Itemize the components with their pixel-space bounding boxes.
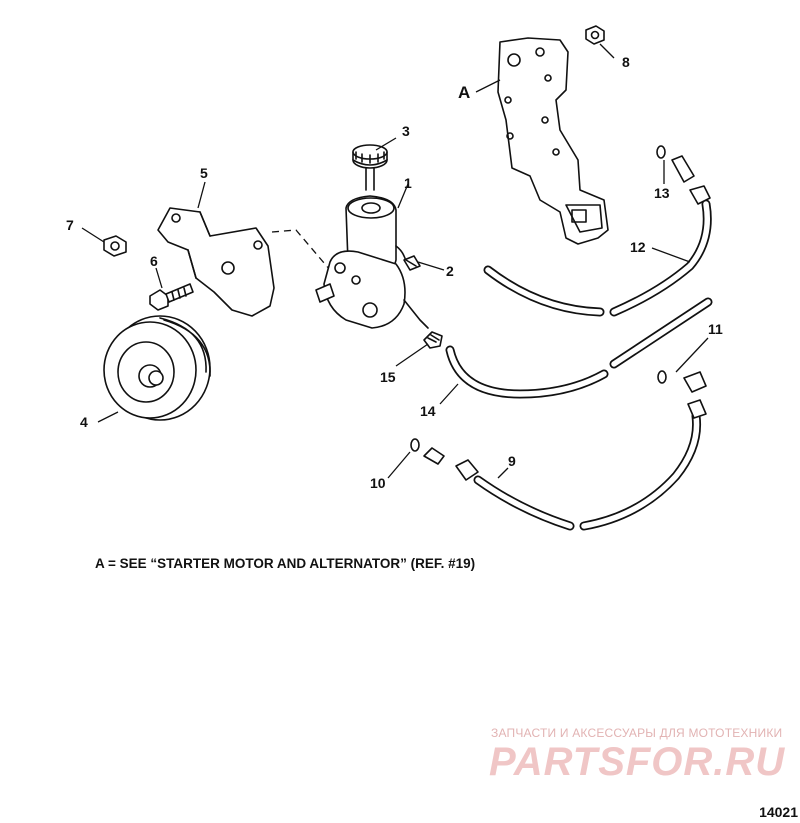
callout-2: 2 bbox=[446, 263, 454, 279]
callout-5: 5 bbox=[200, 165, 208, 181]
callout-12: 12 bbox=[630, 239, 646, 255]
callout-6: 6 bbox=[150, 253, 158, 269]
reference-note: A = SEE “STARTER MOTOR AND ALTERNATOR” (… bbox=[95, 556, 476, 571]
bolt-6 bbox=[149, 283, 194, 311]
cap-3 bbox=[352, 144, 388, 191]
callout-14: 14 bbox=[420, 403, 436, 419]
callout-a: A bbox=[458, 83, 470, 102]
hose-9 bbox=[423, 371, 707, 531]
callout-13: 13 bbox=[654, 185, 670, 201]
alignment-line bbox=[271, 229, 331, 271]
hose-14 bbox=[445, 297, 713, 399]
fitting-2 bbox=[403, 255, 421, 271]
callout-9: 9 bbox=[508, 453, 516, 469]
watermark-logo: PARTSFOR.RU bbox=[489, 740, 786, 784]
leader-lines bbox=[81, 43, 709, 479]
watermark-tagline: ЗАПЧАСТИ И АКСЕССУАРЫ ДЛЯ МОТОТЕХНИКИ bbox=[491, 726, 783, 740]
callout-11: 11 bbox=[708, 321, 723, 337]
callout-1: 1 bbox=[404, 175, 412, 191]
callout-10: 10 bbox=[370, 475, 386, 491]
pump-1 bbox=[315, 195, 429, 329]
callout-4: 4 bbox=[80, 414, 88, 430]
o-ring-10 bbox=[410, 438, 420, 452]
fitting-15 bbox=[423, 331, 443, 349]
callout-8: 8 bbox=[622, 54, 630, 70]
mounting-plate-a bbox=[497, 37, 609, 245]
nut-7 bbox=[103, 235, 127, 257]
nut-8 bbox=[585, 25, 605, 45]
bracket-5 bbox=[157, 207, 275, 317]
o-ring-11 bbox=[657, 370, 667, 384]
figure-number: 14021 bbox=[759, 804, 798, 820]
callout-3: 3 bbox=[402, 123, 410, 139]
o-ring-13 bbox=[656, 145, 666, 159]
hose-12 bbox=[483, 155, 712, 317]
callout-15: 15 bbox=[380, 369, 396, 385]
pulley-4 bbox=[103, 315, 211, 421]
callout-7: 7 bbox=[66, 217, 74, 233]
